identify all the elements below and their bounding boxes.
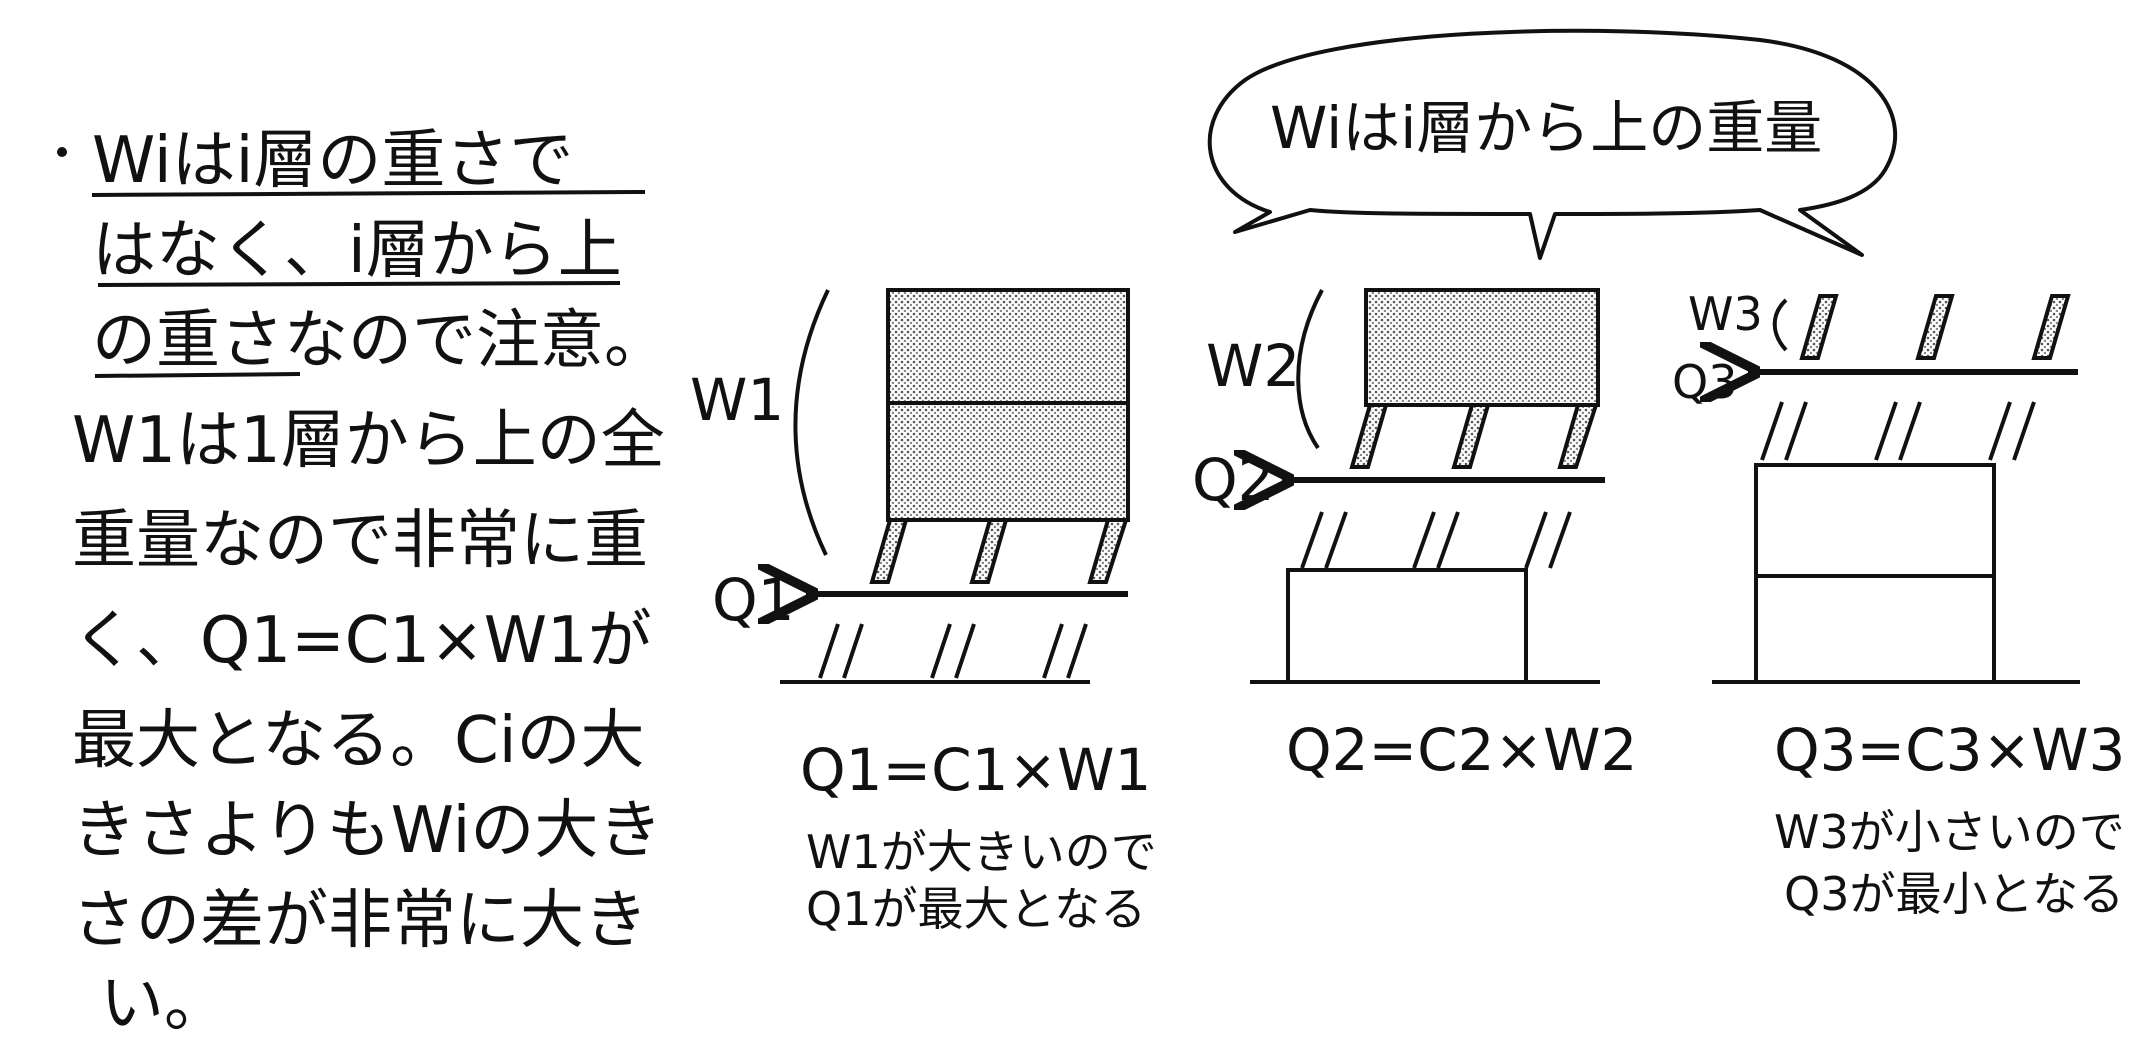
w-label: W3 [1688,287,1763,341]
note-line: い。 [100,967,228,1041]
formula: Q1=C1×W1 [800,736,1151,804]
note-line: の重さなので注意。 [92,304,668,378]
note-line: はなく、i層から上 [92,214,622,288]
column [1087,518,1129,584]
figure-floor-3: W3 Q3 Q3=C3×W3 W3が小さいので Q3が最小となる [1672,287,2125,921]
column [2031,294,2071,360]
lower-block [1754,463,1996,684]
column [1451,403,1491,469]
note-line: W1は1層から上の全 [72,404,665,478]
weight-bracket [1296,289,1324,450]
note-line: 最大となる。Ciの大 [72,704,645,778]
figure-floor-2: W2 Q2 Q2=C2×W2 [1192,288,1637,784]
caption-line: W1が大きいので [806,825,1157,879]
q-label: Q2 [1192,446,1275,514]
bubble-text: Wiはi層から上の重量 [1270,94,1822,162]
column [1799,294,1839,360]
column [869,518,909,584]
note-line: 重量なので非常に重 [72,504,648,578]
weight-bracket [793,289,830,556]
underline [91,190,646,197]
column [969,518,1009,584]
bubble-outline [1207,28,1897,260]
ground-column [1760,401,1808,461]
q-label: Q1 [712,566,795,634]
note-line: さの差が非常に大き [72,884,648,958]
ground-column [1042,623,1088,679]
ground-column [818,623,864,679]
underline [97,281,621,287]
figure-floor-1: W1 Q1 Q1=C1×W1 W1が大きいので Q1が最大となる [690,288,1157,936]
lower-block [1286,568,1528,684]
ground-column [1874,401,1922,461]
bullet-dot [57,147,67,157]
formula: Q3=C3×W3 [1774,716,2125,784]
column [1349,403,1389,469]
ground-column [1524,511,1572,569]
ground-column [1988,401,2036,461]
caption-line: Q3が最小となる [1784,867,2124,921]
ground-column [1300,511,1348,569]
note-line: きさよりもWiの大き [72,794,662,868]
ground-column [930,623,976,679]
upper-block [1364,288,1600,407]
note-line: Wiはi層の重さで [92,124,573,198]
w-label: W1 [690,366,784,434]
formula: Q2=C2×W2 [1286,716,1637,784]
note-block: Wiはi層の重さで はなく、i層から上 の重さなので注意。 W1は1層から上の全… [57,124,668,1041]
ground-column [1412,511,1460,569]
note-line: く、Q1=C1×W1が [72,604,652,678]
caption-line: W3が小さいので [1774,805,2125,859]
caption-line: Q1が最大となる [806,882,1146,936]
column [1557,403,1599,469]
weight-bracket [1772,298,1788,352]
speech-bubble: Wiはi層から上の重量 [1207,28,1897,260]
w-label: W2 [1206,332,1300,400]
q-label: Q3 [1672,355,1737,409]
column [1915,294,1955,360]
underline [94,372,301,378]
